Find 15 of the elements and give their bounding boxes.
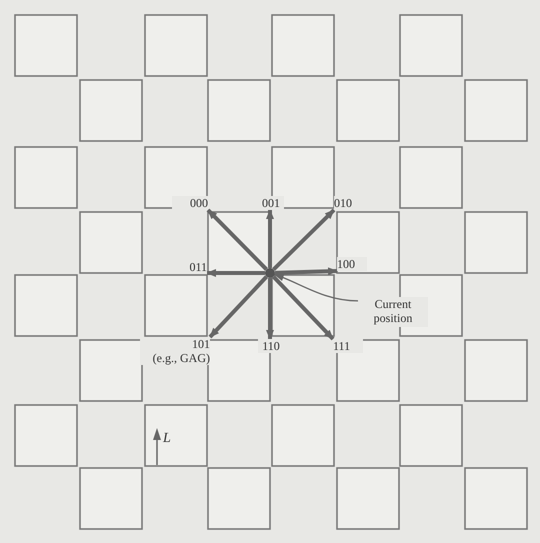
arrow bbox=[206, 269, 265, 277]
code-label: 100 bbox=[337, 257, 367, 271]
code-label: 101 bbox=[140, 337, 210, 351]
arrow bbox=[272, 275, 334, 340]
arrow bbox=[274, 267, 338, 276]
arrow bbox=[266, 209, 274, 268]
code-label: 000 bbox=[172, 196, 208, 210]
arrow bbox=[208, 275, 268, 338]
arrow bbox=[206, 208, 268, 271]
example-note: (e.g., GAG) bbox=[140, 351, 210, 365]
code-label: 111 bbox=[333, 339, 363, 353]
arrow bbox=[266, 278, 274, 340]
length-label: L bbox=[163, 432, 171, 446]
arrow bbox=[272, 208, 336, 271]
leader-line bbox=[274, 274, 358, 302]
